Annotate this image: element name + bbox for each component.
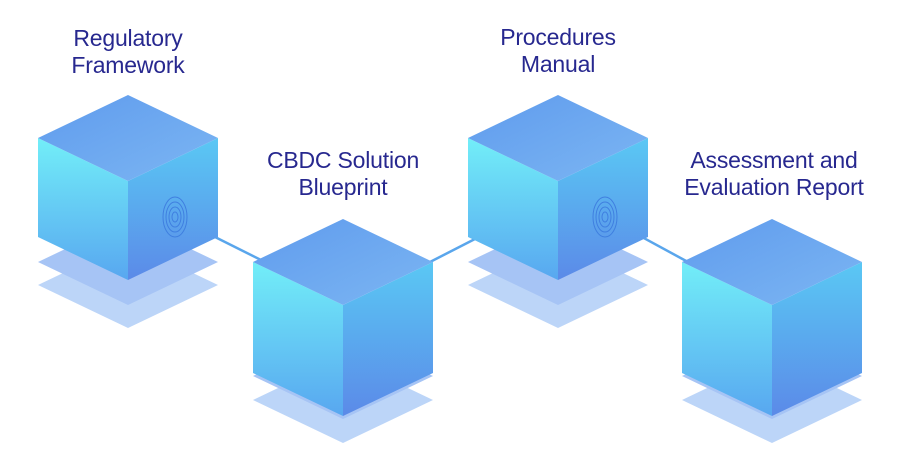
- label-line: CBDC Solution: [266, 147, 420, 173]
- cube-right-face: [128, 138, 218, 280]
- cube-top-face: [682, 219, 862, 305]
- label-line: Procedures: [500, 24, 616, 50]
- label-cbdc-solution-blueprint: CBDC Solution Blueprint: [223, 147, 463, 201]
- cube-top-face: [468, 95, 648, 181]
- label-line: Framework: [71, 52, 185, 78]
- label-procedures-manual: Procedures Manual: [438, 24, 678, 78]
- label-assessment-evaluation-report: Assessment and Evaluation Report: [654, 147, 894, 201]
- cube-left-face: [468, 138, 558, 280]
- cube-right-face: [558, 138, 648, 280]
- cube-cbdc-solution-blueprint: [253, 219, 433, 443]
- cube-procedures-manual: [468, 95, 648, 328]
- ripple-icon: [592, 196, 618, 238]
- cube-assessment-evaluation-report: [682, 219, 862, 443]
- ripple-icon: [162, 196, 188, 238]
- label-line: Blueprint: [298, 174, 388, 200]
- cube-top-face: [38, 95, 218, 181]
- label-line: Assessment and: [690, 147, 858, 173]
- label-line: Evaluation Report: [684, 174, 864, 200]
- label-regulatory-framework: Regulatory Framework: [8, 25, 248, 79]
- label-line: Manual: [520, 51, 596, 77]
- cube-top-face: [253, 219, 433, 305]
- cube-right-face: [343, 262, 433, 416]
- cube-left-face: [682, 262, 772, 416]
- cube-left-face: [253, 262, 343, 416]
- label-line: Regulatory: [73, 25, 183, 51]
- cube-regulatory-framework: [38, 95, 218, 328]
- cube-right-face: [772, 262, 862, 416]
- cube-left-face: [38, 138, 128, 280]
